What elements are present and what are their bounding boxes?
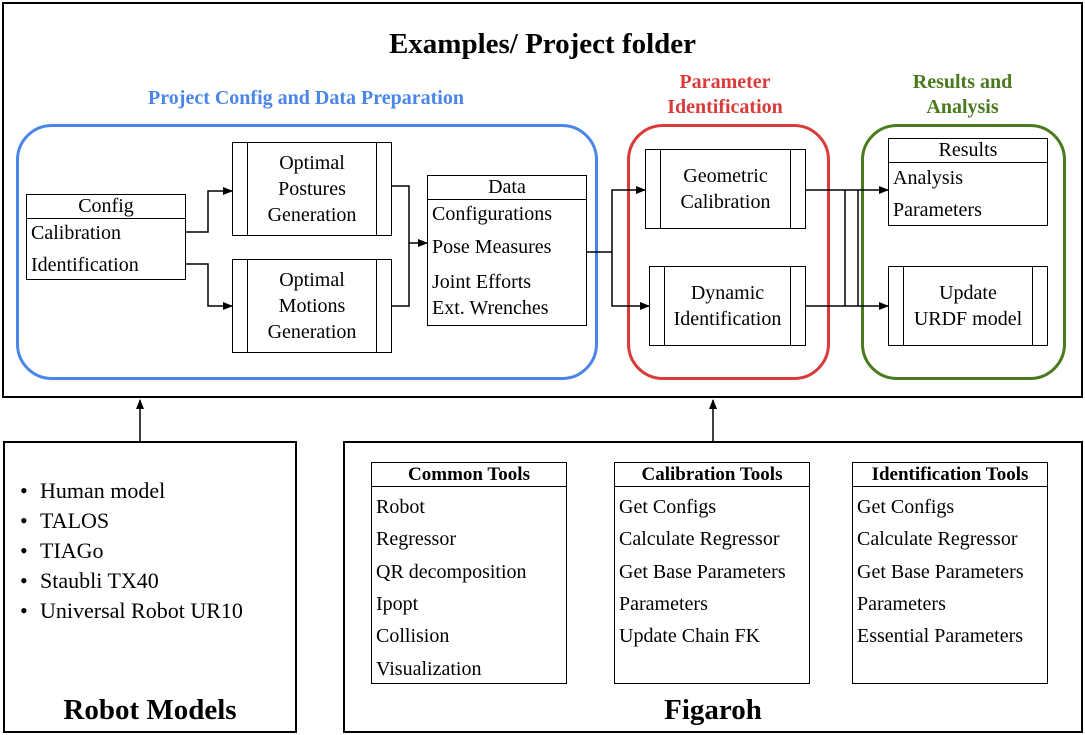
robot-model-item: Human model xyxy=(20,476,243,506)
optimal-motions-box: Optimal Motions Generation xyxy=(232,259,392,353)
identification-tools-row: Essential Parameters xyxy=(857,625,1024,647)
common-tools-table: Common Tools Robot Regressor QR decompos… xyxy=(371,462,567,684)
optimal-motions-line-3: Generation xyxy=(267,321,357,343)
optimal-postures-line-3: Generation xyxy=(267,204,357,226)
common-tools-row: Visualization xyxy=(376,658,482,680)
robot-model-item: Staubli TX40 xyxy=(20,566,243,596)
config-row-identification: Identification xyxy=(31,254,139,276)
config-table: Config Calibration Identification xyxy=(26,194,186,280)
robot-model-item: Universal Robot UR10 xyxy=(20,596,243,626)
data-row-joint-efforts: Joint Efforts xyxy=(432,271,532,293)
calibration-tools-row: Parameters xyxy=(619,593,708,615)
data-row-configurations: Configurations xyxy=(432,203,552,225)
common-tools-row: QR decomposition xyxy=(376,561,527,583)
data-to-dynamic-arrow xyxy=(611,252,650,310)
optimal-motions-line-1: Optimal xyxy=(279,269,345,291)
data-table-header: Data xyxy=(428,176,586,200)
optimal-postures-line-1: Optimal xyxy=(279,152,345,174)
postures-to-data-arrow xyxy=(392,185,428,247)
calibration-tools-row: Get Base Parameters xyxy=(619,561,786,583)
identification-tools-row: Parameters xyxy=(857,593,946,615)
calibration-tools-row: Calculate Regressor xyxy=(619,528,780,550)
config-row-calibration: Calibration xyxy=(31,222,121,244)
common-tools-header: Common Tools xyxy=(372,463,566,487)
robot-model-item: TALOS xyxy=(20,506,243,536)
dynamic-identification-line-2: Identification xyxy=(673,308,782,330)
calibration-tools-header: Calibration Tools xyxy=(615,463,809,487)
common-tools-row: Regressor xyxy=(376,528,456,550)
param-group-title: Parameter Identification xyxy=(620,70,830,120)
identification-tools-table: Identification Tools Get Configs Calcula… xyxy=(852,462,1048,684)
results-group-title-line-1: Results and xyxy=(912,71,1013,93)
param-group-title-line-2: Identification xyxy=(667,96,783,118)
calibration-tools-row: Get Configs xyxy=(619,496,717,518)
param-group-title-line-1: Parameter xyxy=(679,71,771,93)
data-to-geometric-arrow xyxy=(587,186,646,253)
prep-group-title: Project Config and Data Preparation xyxy=(148,87,464,109)
calibration-tools-table: Calibration Tools Get Configs Calculate … xyxy=(614,462,810,684)
param-group-box xyxy=(627,124,830,380)
common-tools-row: Ipopt xyxy=(376,593,419,615)
robot-models-title: Robot Models xyxy=(63,694,237,726)
calibration-tools-row: Update Chain FK xyxy=(619,625,761,647)
results-table-header: Results xyxy=(889,139,1047,163)
optimal-postures-line-2: Postures xyxy=(278,178,346,200)
dynamic-identification-line-1: Dynamic xyxy=(690,282,765,304)
identification-tools-row: Calculate Regressor xyxy=(857,528,1018,550)
config-to-motions-arrow xyxy=(186,263,233,310)
results-table: Results Analysis Parameters xyxy=(888,138,1048,226)
results-group-title-line-2: Analysis xyxy=(926,96,999,118)
results-group-title: Results and Analysis xyxy=(855,70,1070,120)
geometric-calibration-line-2: Calibration xyxy=(680,191,771,213)
data-row-ext-wrenches: Ext. Wrenches xyxy=(432,297,549,319)
optimal-postures-box: Optimal Postures Generation xyxy=(232,142,392,236)
update-urdf-line-2: URDF model xyxy=(913,308,1023,330)
figaroh-title: Figaroh xyxy=(664,694,762,726)
dynamic-identification-box: Dynamic Identification xyxy=(649,266,806,346)
geometric-calibration-line-1: Geometric xyxy=(683,165,768,187)
update-urdf-box: Update URDF model xyxy=(888,266,1048,346)
identification-tools-row: Get Configs xyxy=(857,496,955,518)
update-urdf-line-1: Update xyxy=(939,282,997,304)
identification-tools-header: Identification Tools xyxy=(853,463,1047,487)
config-to-postures-arrow xyxy=(186,187,233,233)
common-tools-row: Collision xyxy=(376,625,450,647)
data-row-pose-measures: Pose Measures xyxy=(432,236,552,258)
geometric-calibration-box: Geometric Calibration xyxy=(645,149,806,229)
optimal-motions-line-2: Motions xyxy=(278,295,346,317)
robot-model-item: TIAGo xyxy=(20,536,243,566)
results-row-parameters: Parameters xyxy=(893,199,982,221)
common-tools-row: Robot xyxy=(376,496,425,518)
config-table-header: Config xyxy=(27,195,185,219)
robot-models-list: Human model TALOS TIAGo Staubli TX40 Uni… xyxy=(20,476,243,626)
results-row-analysis: Analysis xyxy=(893,167,963,189)
results-group-box xyxy=(861,124,1066,380)
data-table: Data Configurations Pose Measures Joint … xyxy=(427,175,587,326)
identification-tools-row: Get Base Parameters xyxy=(857,561,1024,583)
motions-to-data-line xyxy=(392,243,410,307)
project-folder-title: Examples/ Project folder xyxy=(388,28,697,60)
